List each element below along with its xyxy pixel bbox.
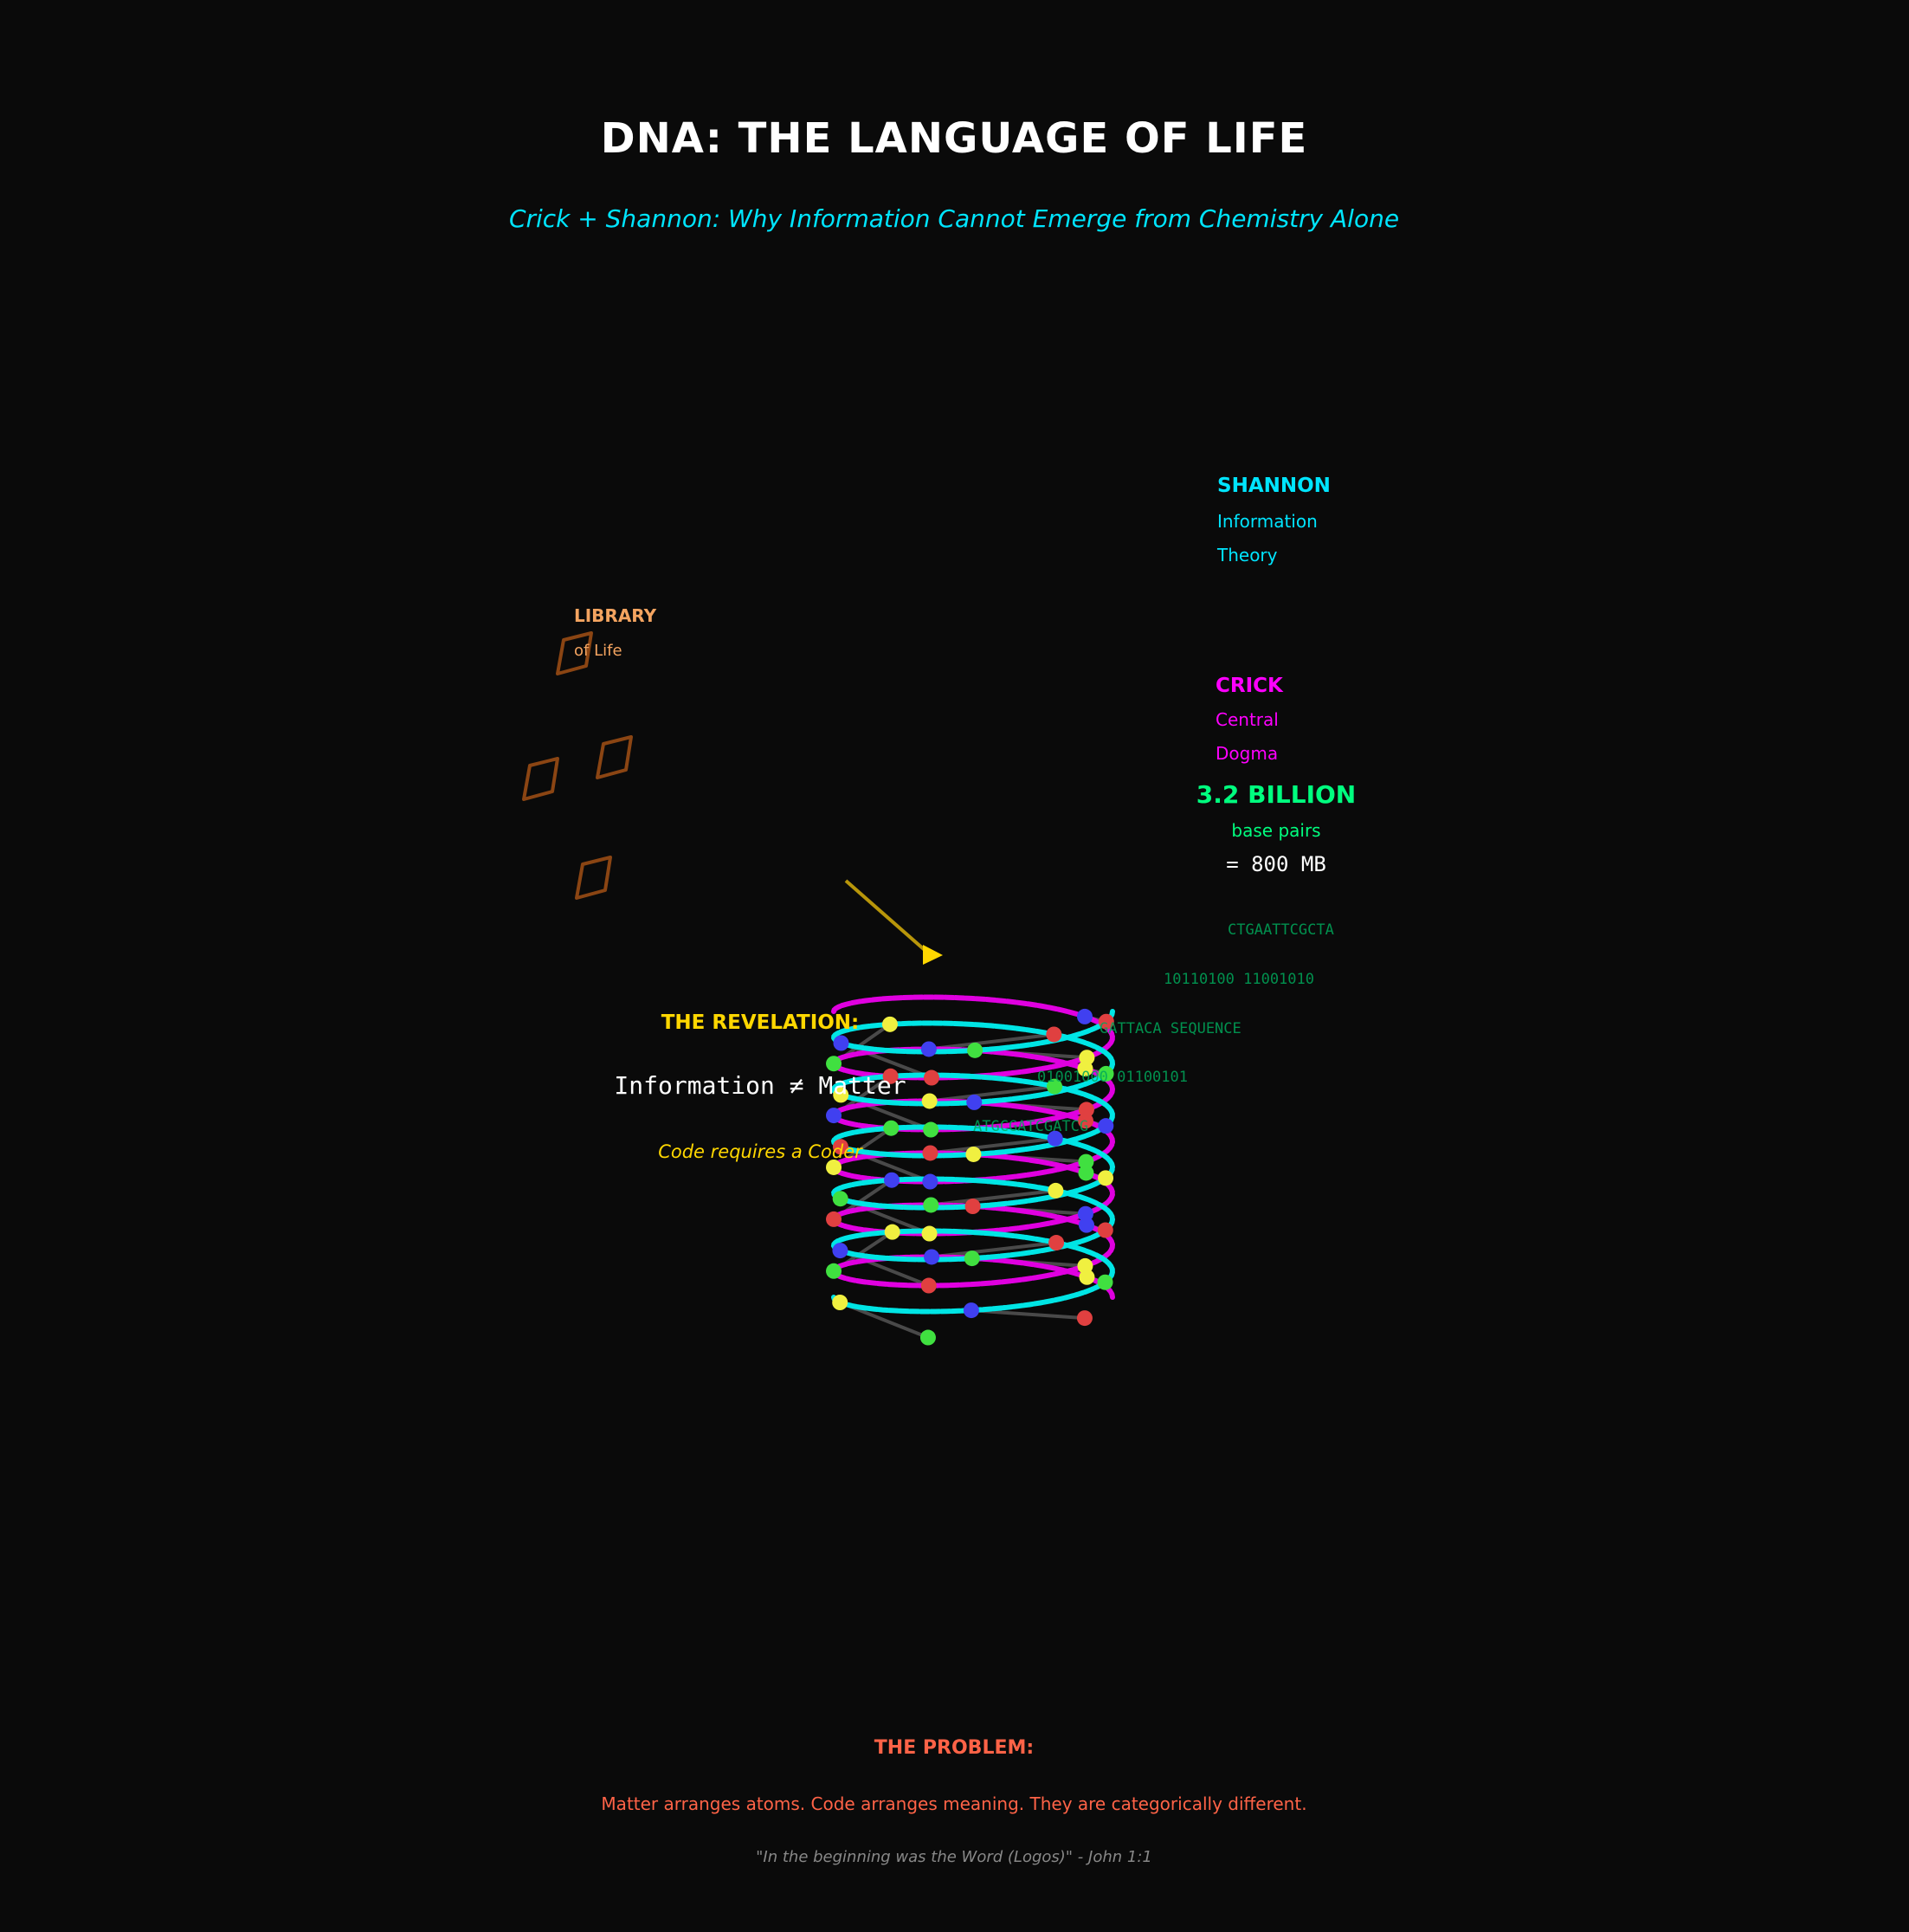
- book-icon: [556, 631, 593, 675]
- nucleotide-base: [923, 1069, 939, 1086]
- nucleotide-base: [1098, 1118, 1114, 1134]
- nucleotide-base: [921, 1225, 938, 1242]
- nucleotide-base: [1098, 1065, 1114, 1082]
- strand-a: [830, 1009, 1116, 1315]
- nucleotide-base: [920, 1277, 937, 1294]
- nucleotide-base: [883, 1120, 900, 1136]
- nucleotide-base: [826, 1108, 842, 1124]
- nucleotide-base: [924, 1249, 940, 1265]
- nucleotide-base: [1097, 1222, 1113, 1238]
- nucleotide-base: [832, 1243, 848, 1259]
- code-line: ATGCGATCGATCG: [973, 1118, 1089, 1135]
- crick-heading: CRICK: [1216, 675, 1283, 697]
- nucleotide-base: [1048, 1182, 1064, 1199]
- revelation-tagline: Code requires a Coder: [658, 1141, 862, 1162]
- nucleotide-base: [826, 1263, 842, 1279]
- crick-line1: Central: [1216, 709, 1279, 730]
- nucleotide-base: [964, 1199, 981, 1215]
- genome-count: 3.2 BILLION: [1196, 780, 1357, 809]
- nucleotide-base: [923, 1197, 939, 1213]
- base-pair-rung: [928, 1032, 1054, 1051]
- nucleotide-base: [1098, 1013, 1114, 1030]
- dna-helix: [826, 994, 1116, 1346]
- nucleotide-base: [1047, 1130, 1063, 1147]
- library-line1: of Life: [574, 642, 622, 660]
- arrow-line: [844, 879, 926, 952]
- nucleotide-base: [920, 1041, 937, 1057]
- nucleotide-base: [919, 1329, 936, 1346]
- nucleotide-base: [1078, 1102, 1094, 1118]
- code-line: GATTACA SEQUENCE: [1100, 1020, 1241, 1037]
- arrow-head: [923, 945, 943, 965]
- code-line: CTGAATTCGCTA: [1228, 921, 1334, 939]
- shannon-line1: Information: [1217, 511, 1318, 532]
- page-subtitle: Crick + Shannon: Why Information Cannot …: [508, 204, 1400, 233]
- book-icon: [575, 856, 612, 900]
- nucleotide-base: [832, 1295, 848, 1311]
- code-line: 01001000 01100101: [1037, 1069, 1188, 1086]
- nucleotide-base: [884, 1224, 900, 1240]
- base-pair-rung: [971, 1308, 1086, 1321]
- nucleotide-base: [966, 1094, 983, 1110]
- scripture-quote: "In the beginning was the Word (Logos)" …: [756, 1848, 1152, 1866]
- nucleotide-base: [923, 1121, 939, 1138]
- nucleotide-base: [882, 1068, 899, 1084]
- nucleotide-base: [833, 1035, 849, 1051]
- revelation-statement: Information ≠ Matter: [614, 1071, 906, 1100]
- code-line: 10110100 11001010: [1164, 971, 1314, 988]
- nucleotide-base: [881, 1016, 898, 1032]
- base-pair-rung: [930, 1136, 1055, 1155]
- nucleotide-base: [1076, 1310, 1093, 1327]
- nucleotide-base: [965, 1146, 982, 1162]
- nucleotide-base: [1046, 1026, 1062, 1043]
- nucleotide-base: [1076, 1008, 1093, 1024]
- genome-unit: base pairs: [1231, 820, 1321, 841]
- nucleotide-base: [921, 1093, 938, 1109]
- shannon-line2: Theory: [1217, 545, 1278, 565]
- shannon-heading: SHANNON: [1217, 475, 1331, 497]
- nucleotide-base: [832, 1139, 848, 1155]
- page-title: DNA: THE LANGUAGE OF LIFE: [600, 114, 1308, 163]
- nucleotide-base: [1079, 1269, 1095, 1285]
- book-icons: [522, 631, 633, 900]
- base-pair-rung: [931, 1188, 1056, 1207]
- nucleotide-base: [826, 1159, 842, 1175]
- nucleotide-base: [1077, 1205, 1093, 1222]
- book-icon: [522, 757, 559, 801]
- problem-heading: THE PROBLEM:: [874, 1737, 1035, 1759]
- nucleotide-base: [1077, 1113, 1093, 1129]
- base-pair-rung: [929, 1084, 1055, 1103]
- nucleotide-base: [964, 1250, 980, 1267]
- nucleotide-base: [1097, 1274, 1113, 1290]
- nucleotide-base: [967, 1042, 984, 1058]
- nucleotide-base: [826, 1211, 842, 1227]
- nucleotide-base: [922, 1173, 938, 1190]
- problem-statement: Matter arranges atoms. Code arranges mea…: [601, 1793, 1307, 1814]
- nucleotide-base: [832, 1191, 848, 1207]
- nucleotide-base: [833, 1087, 849, 1103]
- crick-line2: Dogma: [1216, 743, 1279, 764]
- nucleotide-base: [1078, 1217, 1094, 1233]
- book-icon: [596, 735, 633, 779]
- nucleotide-base: [922, 1145, 938, 1161]
- nucleotide-base: [1077, 1061, 1093, 1077]
- revelation-heading: THE REVELATION:: [661, 1011, 860, 1034]
- nucleotide-base: [883, 1172, 900, 1188]
- nucleotide-base: [1047, 1078, 1063, 1095]
- genome-size: = 800 MB: [1226, 852, 1326, 876]
- nucleotide-base: [826, 1056, 842, 1072]
- nucleotide-base: [1078, 1165, 1094, 1181]
- nucleotide-base: [1048, 1235, 1065, 1251]
- library-heading: LIBRARY: [574, 605, 657, 626]
- nucleotide-base: [1098, 1170, 1114, 1186]
- nucleotide-base: [1078, 1153, 1094, 1170]
- nucleotide-base: [963, 1302, 979, 1319]
- base-pair-rung: [931, 1241, 1057, 1259]
